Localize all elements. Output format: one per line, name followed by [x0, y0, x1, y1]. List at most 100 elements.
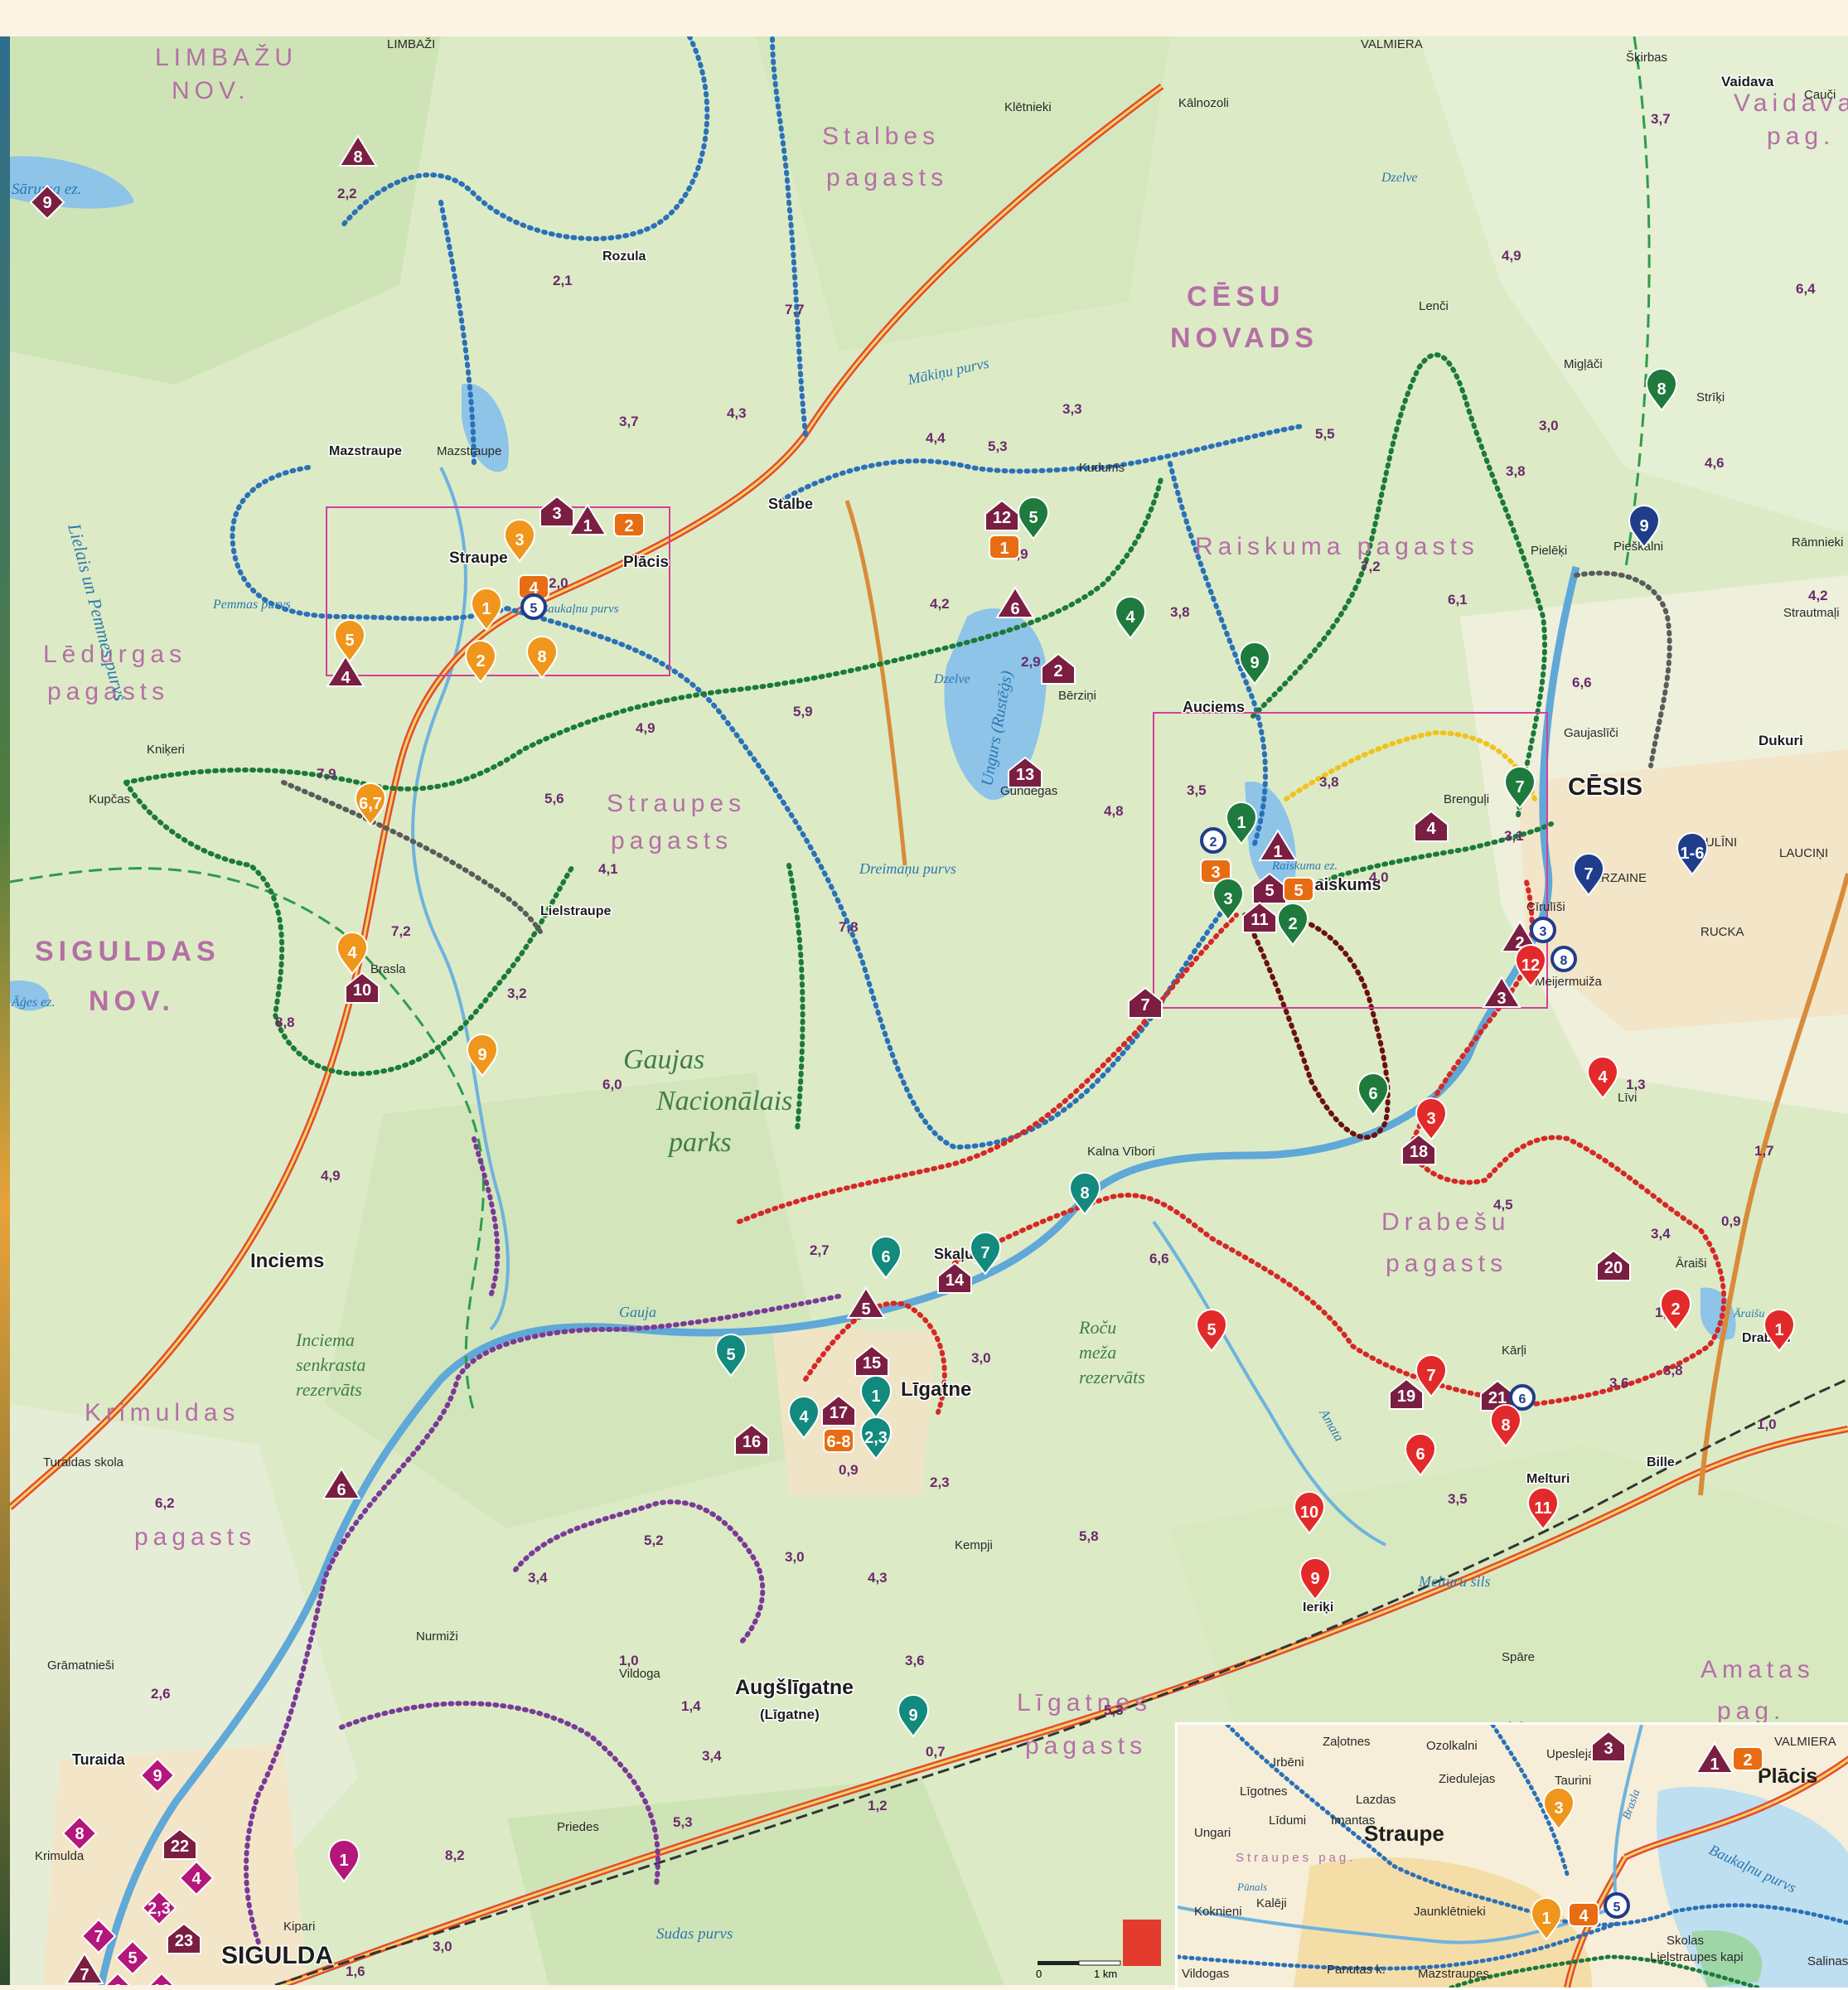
poi-marker-pin[interactable]: 6 [1357, 1072, 1390, 1116]
poi-marker-pin[interactable]: 7 [1415, 1354, 1448, 1398]
poi-marker-cup[interactable]: 2 [1732, 1746, 1763, 1771]
poi-marker-house[interactable]: 17 [821, 1394, 856, 1426]
poi-marker-pin[interactable]: 8 [525, 636, 559, 680]
poi-marker-pin[interactable]: 8 [1489, 1404, 1522, 1448]
poi-marker-diamond[interactable]: 4 [178, 1860, 215, 1896]
poi-marker-pin[interactable]: 8 [1645, 368, 1678, 412]
poi-marker-house[interactable]: 2 [1041, 652, 1076, 685]
poi-marker-diamond[interactable]: 8 [61, 1815, 98, 1852]
poi-marker-circle[interactable]: 6 [1509, 1384, 1536, 1411]
poi-marker-pin[interactable]: 5 [714, 1334, 747, 1378]
poi-marker-house[interactable]: 22 [162, 1828, 197, 1860]
poi-marker-triangle[interactable]: 1 [1258, 829, 1298, 861]
poi-marker-diamond[interactable]: 6 [101, 1972, 134, 1985]
poi-marker-pin[interactable]: 6 [869, 1236, 902, 1280]
poi-marker-pin[interactable]: 4 [1114, 596, 1147, 640]
poi-marker-house[interactable]: 19 [1389, 1378, 1424, 1410]
poi-marker-pin[interactable]: 9 [466, 1034, 499, 1077]
poi-marker-pin[interactable]: 1 [859, 1375, 893, 1419]
poi-marker-pin[interactable]: 9 [1628, 505, 1661, 549]
poi-marker-triangle[interactable]: 1 [568, 503, 607, 535]
poi-marker-house[interactable]: 4 [1414, 810, 1449, 842]
poi-marker-pin[interactable]: 2 [464, 640, 497, 684]
poi-marker-triangle[interactable]: 4 [326, 655, 365, 687]
poi-marker-pin[interactable]: 1 [1763, 1309, 1796, 1353]
poi-marker-cup[interactable]: 6-8 [823, 1428, 854, 1453]
poi-marker-pin[interactable]: 3 [503, 519, 536, 563]
poi-marker-pin[interactable]: 5 [333, 619, 366, 663]
poi-marker-pin[interactable]: 3 [1542, 1787, 1575, 1831]
poi-marker-house[interactable]: 5 [1252, 872, 1287, 904]
poi-marker-triangle[interactable]: 1 [1695, 1741, 1734, 1774]
poi-marker-pin[interactable]: 2 [1659, 1288, 1692, 1332]
poi-marker-pin[interactable]: 9 [1238, 642, 1271, 685]
poi-marker-house[interactable]: 3 [1591, 1730, 1626, 1762]
poi-marker-pin[interactable]: 6 [1404, 1433, 1437, 1477]
poi-marker-number: 10 [353, 981, 371, 1000]
poi-marker-house[interactable]: 20 [1596, 1249, 1631, 1281]
poi-marker-pin[interactable]: 9 [897, 1694, 930, 1738]
poi-marker-triangle[interactable]: 3 [1482, 976, 1521, 1008]
poi-marker-circle[interactable]: 2 [1200, 827, 1226, 854]
poi-marker-pin[interactable]: 1 [327, 1839, 360, 1883]
poi-marker-pin[interactable]: 2,3 [859, 1416, 893, 1460]
poi-marker-circle[interactable]: 5 [520, 593, 547, 620]
poi-marker-circle[interactable]: 8 [1550, 946, 1577, 972]
poi-marker-pin[interactable]: 1 [470, 588, 503, 632]
poi-marker-pin[interactable]: 5 [1195, 1309, 1228, 1353]
poi-marker-diamond[interactable]: 7 [80, 1918, 117, 1954]
poi-marker-pin[interactable]: 8 [1068, 1172, 1101, 1216]
poi-marker-pin[interactable]: 4 [787, 1396, 820, 1440]
poi-marker-cup[interactable]: 4 [1568, 1902, 1599, 1927]
poi-marker-pin[interactable]: 10 [1293, 1491, 1326, 1535]
poi-marker-house[interactable]: 16 [734, 1423, 769, 1455]
poi-marker-pin[interactable]: 2 [1276, 903, 1309, 947]
poi-marker-house[interactable]: 15 [854, 1344, 889, 1377]
poi-marker-pin[interactable]: 1 [1530, 1897, 1563, 1941]
poi-marker-pin[interactable]: 12 [1514, 944, 1547, 988]
poi-marker-house[interactable]: 11 [1242, 901, 1277, 933]
poi-marker-triangle[interactable]: 5 [846, 1286, 886, 1319]
poi-marker-pin[interactable]: 11 [1526, 1487, 1560, 1531]
poi-marker-triangle[interactable]: 8 [338, 134, 378, 167]
poi-marker-house[interactable]: 12 [984, 499, 1019, 531]
poi-marker-pin[interactable]: 7 [969, 1232, 1002, 1276]
poi-marker-house[interactable]: 23 [167, 1922, 201, 1954]
poi-marker-house[interactable]: 10 [345, 971, 380, 1004]
poi-marker-house[interactable]: 7 [1128, 986, 1163, 1019]
poi-marker-pin[interactable]: 4 [336, 932, 369, 976]
poi-marker-pin[interactable]: 1 [1225, 801, 1258, 845]
poi-marker-diamond[interactable]: 5 [114, 1939, 151, 1976]
poi-marker-pin[interactable]: 7 [1572, 853, 1605, 897]
poi-marker-house[interactable]: 13 [1008, 756, 1043, 788]
poi-marker-diamond[interactable]: 10 [145, 1972, 178, 1985]
poi-marker-cup[interactable]: 3 [1200, 859, 1231, 884]
poi-marker-diamond[interactable]: 9 [139, 1757, 176, 1794]
poi-marker-pin[interactable]: 7 [1503, 766, 1536, 810]
poi-marker-house[interactable]: 3 [539, 495, 574, 527]
poi-marker-pin[interactable]: 3 [1415, 1097, 1448, 1141]
route-distance-label: 3,4 [702, 1748, 722, 1764]
poi-marker-pin[interactable]: 4 [1586, 1056, 1619, 1100]
poi-marker-pin[interactable]: 9 [1299, 1557, 1332, 1601]
poi-marker-pin[interactable]: 3 [1212, 878, 1245, 922]
poi-marker-house[interactable]: 14 [937, 1261, 972, 1294]
poi-marker-house[interactable]: 18 [1401, 1133, 1436, 1165]
poi-marker-diamond[interactable]: 9 [29, 184, 65, 220]
poi-marker-triangle[interactable]: 6 [995, 586, 1035, 618]
poi-marker-circle[interactable]: 3 [1530, 917, 1556, 943]
poi-marker-pin[interactable]: 5 [1017, 496, 1050, 540]
poi-marker-pin[interactable]: 6,7 [354, 782, 387, 826]
poi-marker-triangle[interactable]: 7 [65, 1952, 104, 1984]
poi-marker-cup[interactable]: 5 [1283, 877, 1314, 902]
poi-marker-cup[interactable]: 1 [989, 535, 1020, 559]
poi-marker-diamond[interactable]: 2,3 [141, 1890, 177, 1926]
poi-marker-triangle[interactable]: 6 [322, 1467, 361, 1499]
region-label: Krimuldas [85, 1399, 239, 1426]
inset-place-label: Taurini [1555, 1774, 1591, 1788]
poi-marker-circle[interactable]: 5 [1604, 1892, 1630, 1919]
poi-marker-cup[interactable]: 2 [613, 512, 645, 537]
poi-marker-pin[interactable]: 1-6 [1676, 832, 1709, 876]
